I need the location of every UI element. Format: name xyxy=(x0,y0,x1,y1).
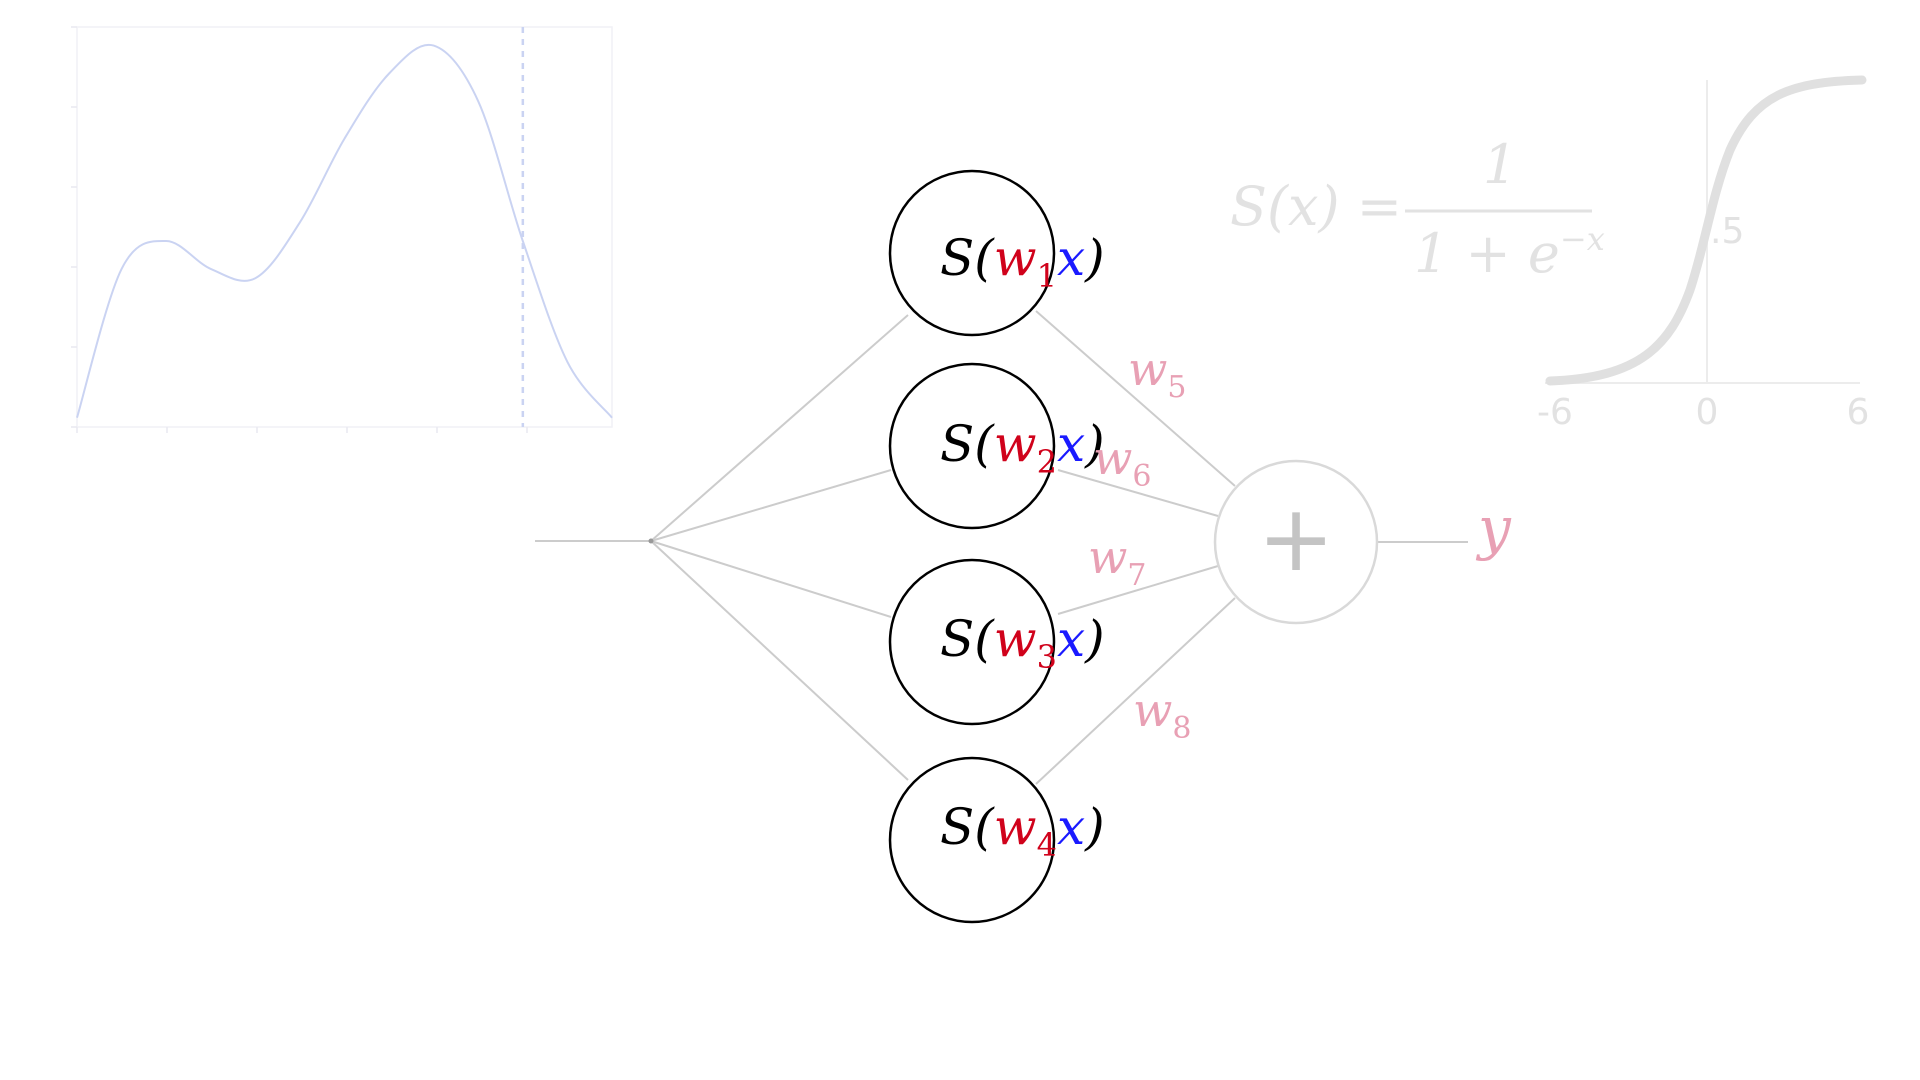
weight-subscript: 3 xyxy=(1037,638,1057,676)
weight-subscript: 4 xyxy=(1037,826,1057,864)
weight-label: w xyxy=(994,415,1037,473)
weight-w8-label: w8 xyxy=(1133,683,1191,746)
weight-subscript: 2 xyxy=(1037,443,1057,481)
denominator-exponent: −x xyxy=(1560,220,1605,258)
edge-n1-sum xyxy=(1035,310,1236,487)
neuron-2: S(w2x) xyxy=(888,362,1105,530)
sigmoid-formula: S(x) = 1 1 + e−x xyxy=(1230,133,1605,285)
weight-w7-label: w7 xyxy=(1088,530,1146,593)
formula-lhs: S(x) = xyxy=(1230,175,1402,238)
sum-symbol: + xyxy=(1257,485,1334,592)
weight-symbol: w xyxy=(1128,342,1167,396)
weight-subscript: 5 xyxy=(1167,370,1186,405)
output-weight-labels: w5 w6 w7 w8 xyxy=(1088,342,1191,746)
weight-subscript: 7 xyxy=(1127,558,1146,593)
sigmoid-label: S( xyxy=(940,415,995,473)
input-node-dot xyxy=(648,538,654,544)
weight-w5-label: w5 xyxy=(1128,342,1186,405)
svg-text:S(w4x): S(w4x) xyxy=(940,798,1105,864)
plot-x-ticks xyxy=(76,427,528,433)
edge-input-n1 xyxy=(650,314,909,542)
weight-subscript: 1 xyxy=(1037,257,1057,295)
function-plot xyxy=(71,26,613,433)
sigmoid-x-tick-6: 6 xyxy=(1847,392,1870,433)
sigmoid-plot: -6 0 6 .5 xyxy=(1537,75,1870,433)
neuron-circle xyxy=(888,756,1056,924)
close-paren: ) xyxy=(1084,415,1105,473)
sigmoid-curve xyxy=(1545,75,1867,386)
neuron-circle xyxy=(888,169,1056,337)
sigmoid-label: S( xyxy=(940,610,995,668)
edge-n3-sum xyxy=(1057,565,1219,615)
denominator-base: 1 + e xyxy=(1414,222,1560,285)
edge-n2-sum xyxy=(1057,469,1219,517)
output-y-label: y xyxy=(1475,494,1512,562)
sigmoid-y-tick-half: .5 xyxy=(1710,211,1744,252)
edge-n4-sum xyxy=(1035,597,1236,785)
weight-w6-label: w6 xyxy=(1093,431,1151,494)
weight-symbol: w xyxy=(1133,683,1172,737)
weight-label: w xyxy=(994,229,1037,287)
edge-input-n3 xyxy=(650,540,892,618)
close-paren: ) xyxy=(1084,798,1105,856)
formula-denominator: 1 + e−x xyxy=(1414,220,1605,285)
svg-text:S(w3x): S(w3x) xyxy=(940,610,1105,676)
sum-circle xyxy=(1213,459,1379,625)
formula-numerator: 1 xyxy=(1483,133,1517,196)
edge-input-n4 xyxy=(650,540,909,781)
sigmoid-x-tick-0: 0 xyxy=(1696,392,1719,433)
input-label: x xyxy=(1057,229,1085,287)
sigmoid-label: S( xyxy=(940,798,995,856)
edge-input-n2 xyxy=(650,469,892,542)
input-label: x xyxy=(1057,415,1085,473)
weight-subscript: 8 xyxy=(1172,711,1191,746)
function-curve xyxy=(76,43,613,419)
plot-frame xyxy=(76,26,613,428)
output-connections xyxy=(1035,310,1468,785)
weight-symbol: w xyxy=(1093,431,1132,485)
sigmoid-label: S( xyxy=(940,229,995,287)
svg-text:S(w2x): S(w2x) xyxy=(940,415,1105,481)
weight-symbol: w xyxy=(1088,530,1127,584)
svg-text:S(w1x): S(w1x) xyxy=(940,229,1105,295)
neuron-3: S(w3x) xyxy=(888,558,1105,726)
weight-label: w xyxy=(994,798,1037,856)
weight-label: w xyxy=(994,610,1037,668)
close-paren: ) xyxy=(1084,610,1105,668)
input-label: x xyxy=(1057,610,1085,668)
input-connections xyxy=(535,314,909,781)
neuron-1: S(w1x) xyxy=(888,169,1105,337)
sum-node: + xyxy=(1213,459,1379,625)
neuron-4: S(w4x) xyxy=(888,756,1105,924)
weight-subscript: 6 xyxy=(1132,459,1151,494)
plot-y-ticks xyxy=(71,26,77,428)
sigmoid-x-tick-neg6: -6 xyxy=(1537,392,1573,433)
input-label: x xyxy=(1057,798,1085,856)
neuron-circle xyxy=(888,558,1056,726)
close-paren: ) xyxy=(1084,229,1105,287)
neuron-circle xyxy=(888,362,1056,530)
